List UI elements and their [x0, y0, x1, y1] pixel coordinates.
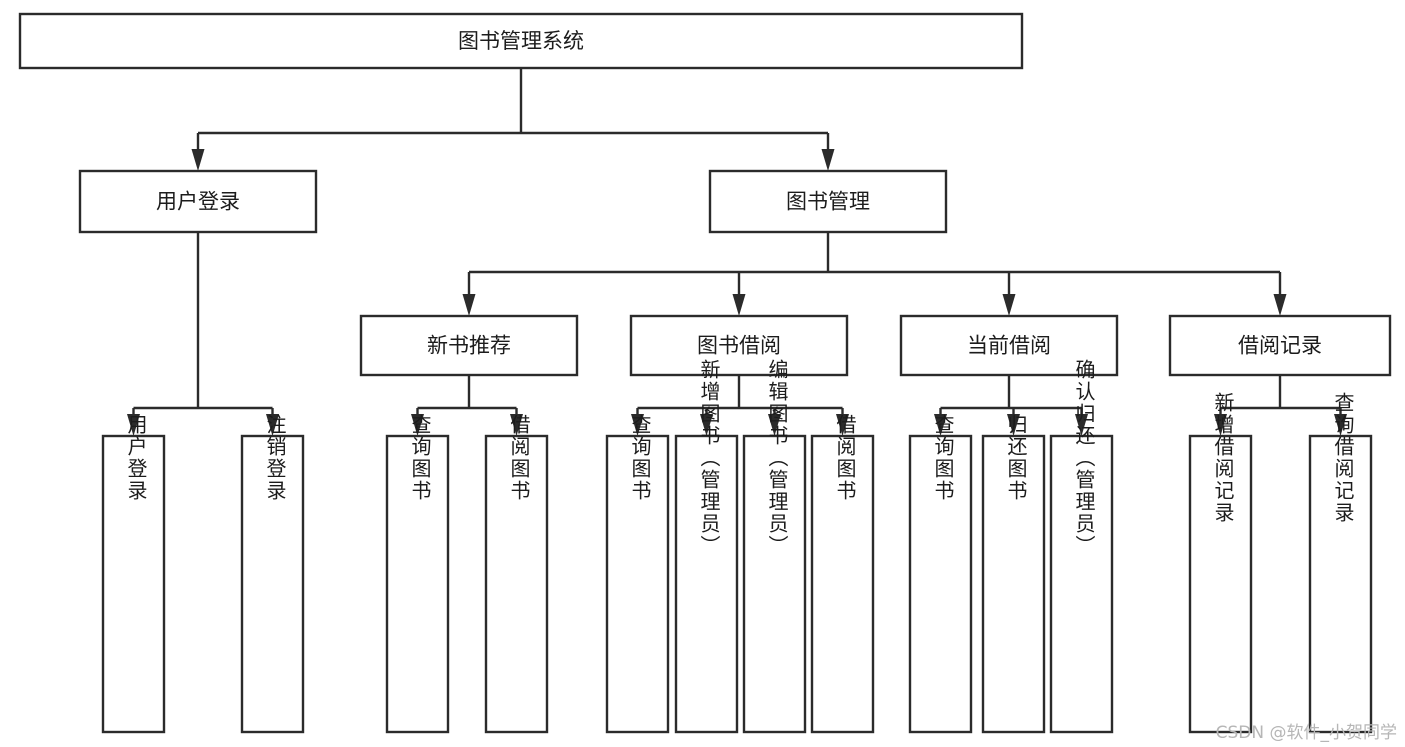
node-box-leaf-confirm-return	[1049, 434, 1114, 734]
node-box-leaf-query-book-3	[908, 434, 973, 734]
node-label-leaf-query-book-3: 查询图书	[931, 414, 955, 502]
node-label-leaf-add-book: 新增图书（管理员）	[697, 359, 721, 557]
node-root[interactable]: 图书管理系统	[18, 12, 1024, 70]
node-box-leaf-user-login	[101, 434, 166, 734]
node-label-leaf-query-record: 查询借阅记录	[1331, 392, 1355, 524]
node-box-leaf-query-record	[1308, 434, 1373, 734]
arrow-head-icon	[631, 414, 644, 436]
node-box-leaf-borrow-book-1	[484, 434, 549, 734]
arrow-head-icon	[510, 414, 523, 436]
node-leaf-edit-book[interactable]: 编辑图书（管理员）	[742, 359, 807, 734]
nodes-layer: 图书管理系统用户登录图书管理新书推荐图书借阅当前借阅借阅记录用户登录注销登录查询…	[18, 12, 1392, 734]
node-user-login[interactable]: 用户登录	[78, 169, 318, 234]
node-box-user-login	[78, 169, 318, 234]
node-box-leaf-add-book	[674, 434, 739, 734]
arrow-head-icon	[700, 414, 713, 436]
node-box-leaf-edit-book	[742, 434, 807, 734]
arrow-head-icon	[821, 149, 835, 171]
watermark-label: CSDN @软件_小贺同学	[1215, 723, 1397, 743]
arrow-head-icon	[127, 414, 140, 436]
node-leaf-borrow-book-1[interactable]: 借阅图书	[484, 414, 549, 734]
node-box-leaf-logout	[240, 434, 305, 734]
node-box-leaf-borrow-book-2	[810, 434, 875, 734]
node-label-book-manage: 图书管理	[786, 190, 870, 214]
node-leaf-add-record[interactable]: 新增借阅记录	[1188, 392, 1253, 734]
node-leaf-query-record[interactable]: 查询借阅记录	[1308, 392, 1373, 734]
node-label-leaf-borrow-book-1: 借阅图书	[507, 414, 531, 502]
arrow-head-icon	[1334, 414, 1347, 436]
node-label-new-book-rec: 新书推荐	[427, 334, 511, 358]
node-book-borrow[interactable]: 图书借阅	[629, 314, 849, 377]
node-box-leaf-return-book	[981, 434, 1046, 734]
node-leaf-query-book-2[interactable]: 查询图书	[605, 414, 670, 734]
node-box-new-book-rec	[359, 314, 579, 377]
node-current-borrow[interactable]: 当前借阅	[899, 314, 1119, 377]
node-box-leaf-query-book-1	[385, 434, 450, 734]
node-label-leaf-logout: 注销登录	[263, 414, 287, 502]
node-label-current-borrow: 当前借阅	[967, 334, 1051, 358]
arrow-head-icon	[266, 414, 279, 436]
node-leaf-borrow-book-2[interactable]: 借阅图书	[810, 414, 875, 734]
node-box-current-borrow	[899, 314, 1119, 377]
node-leaf-confirm-return[interactable]: 确认归还（管理员）	[1049, 359, 1114, 734]
edges-layer	[127, 68, 1347, 436]
node-new-book-rec[interactable]: 新书推荐	[359, 314, 579, 377]
node-borrow-record[interactable]: 借阅记录	[1168, 314, 1392, 377]
node-leaf-query-book-1[interactable]: 查询图书	[385, 414, 450, 734]
node-box-borrow-record	[1168, 314, 1392, 377]
arrow-head-icon	[1075, 414, 1088, 436]
arrow-head-icon	[836, 414, 849, 436]
node-box-leaf-add-record	[1188, 434, 1253, 734]
node-label-book-borrow: 图书借阅	[697, 334, 781, 358]
arrow-head-icon	[411, 414, 424, 436]
node-label-leaf-borrow-book-2: 借阅图书	[833, 414, 857, 502]
arrow-head-icon	[1214, 414, 1227, 436]
arrow-head-icon	[191, 149, 205, 171]
node-leaf-logout[interactable]: 注销登录	[240, 414, 305, 734]
arrow-head-icon	[768, 414, 781, 436]
node-label-leaf-query-book-1: 查询图书	[408, 414, 432, 502]
node-label-leaf-user-login: 用户登录	[124, 414, 148, 502]
arrow-head-icon	[1002, 294, 1016, 316]
node-label-leaf-edit-book: 编辑图书（管理员）	[765, 359, 789, 557]
node-leaf-query-book-3[interactable]: 查询图书	[908, 414, 973, 734]
arrow-head-icon	[732, 294, 746, 316]
node-label-leaf-return-book: 归还图书	[1004, 414, 1028, 502]
node-label-root: 图书管理系统	[458, 29, 584, 53]
node-label-leaf-confirm-return: 确认归还（管理员）	[1072, 359, 1096, 557]
arrow-head-icon	[1273, 294, 1287, 316]
node-box-book-borrow	[629, 314, 849, 377]
node-label-leaf-add-record: 新增借阅记录	[1211, 392, 1235, 524]
arrow-head-icon	[934, 414, 947, 436]
node-box-book-manage	[708, 169, 948, 234]
node-box-root	[18, 12, 1024, 70]
node-label-borrow-record: 借阅记录	[1238, 334, 1322, 358]
node-box-leaf-query-book-2	[605, 434, 670, 734]
node-leaf-user-login[interactable]: 用户登录	[101, 414, 166, 734]
node-leaf-return-book[interactable]: 归还图书	[981, 414, 1046, 734]
node-book-manage[interactable]: 图书管理	[708, 169, 948, 234]
node-leaf-add-book[interactable]: 新增图书（管理员）	[674, 359, 739, 734]
node-label-leaf-query-book-2: 查询图书	[628, 414, 652, 502]
arrow-head-icon	[462, 294, 476, 316]
node-label-user-login: 用户登录	[156, 190, 240, 214]
arrow-head-icon	[1007, 414, 1020, 436]
